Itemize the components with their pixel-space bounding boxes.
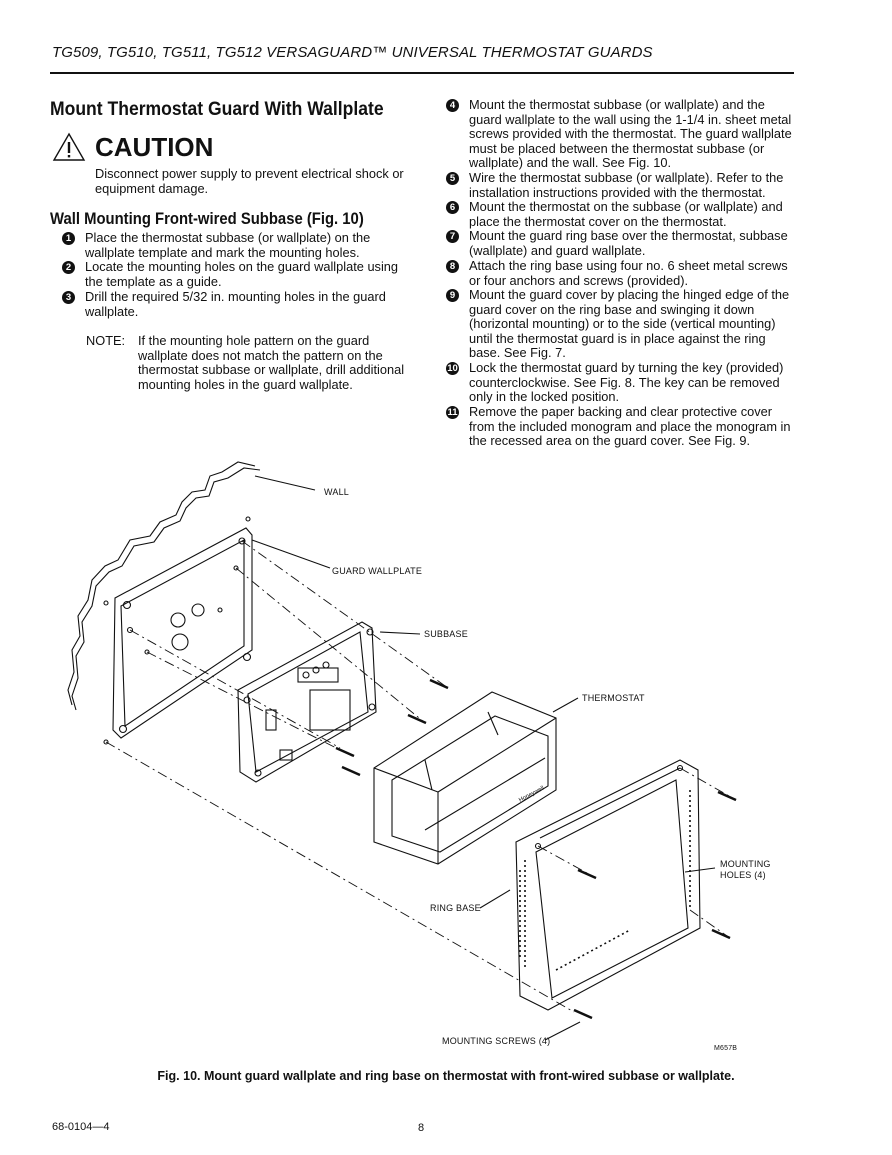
step-number-icon: 2 bbox=[62, 261, 75, 274]
step-text: Mount the guard cover by placing the hin… bbox=[469, 287, 790, 361]
step-text: Drill the required 5/32 in. mounting hol… bbox=[85, 289, 386, 319]
warning-triangle-icon bbox=[52, 132, 86, 161]
subsection-title: Wall Mounting Front-wired Subbase (Fig. … bbox=[50, 210, 364, 228]
callout-thermostat: THERMOSTAT bbox=[582, 693, 645, 703]
step-text: Remove the paper backing and clear prote… bbox=[469, 404, 791, 449]
note-block: NOTE: If the mounting hole pattern on th… bbox=[86, 333, 406, 392]
wall-outline bbox=[67, 461, 256, 706]
step-number-icon: 7 bbox=[446, 230, 459, 243]
step-number-icon: 6 bbox=[446, 201, 459, 214]
callout-guard-wallplate: GUARD WALLPLATE bbox=[332, 566, 423, 576]
caution-message: Disconnect power supply to prevent elect… bbox=[95, 166, 404, 196]
callout-wall: WALL bbox=[324, 487, 349, 497]
callout-subbase: SUBBASE bbox=[424, 629, 468, 639]
callout-ring-base: RING BASE bbox=[430, 903, 481, 913]
step-text: Locate the mounting holes on the guard w… bbox=[85, 259, 399, 289]
ring-base bbox=[515, 759, 701, 1011]
figure-caption: Fig. 10. Mount guard wallplate and ring … bbox=[157, 1069, 735, 1083]
step-number-icon: 9 bbox=[446, 289, 459, 302]
step-number-icon: 4 bbox=[446, 99, 459, 112]
document-header: TG509, TG510, TG511, TG512 VERSAGUARD™ U… bbox=[52, 44, 653, 61]
callout-mounting-holes: MOUNTING HOLES (4) bbox=[720, 859, 771, 880]
note-text: If the mounting hole pattern on the guar… bbox=[138, 333, 405, 392]
section-title: Mount Thermostat Guard With Wallplate bbox=[50, 98, 384, 120]
note-label: NOTE: bbox=[86, 333, 126, 348]
page-number: 8 bbox=[418, 1122, 425, 1134]
caution-heading: CAUTION bbox=[95, 132, 214, 162]
exploded-view-diagram: Honeywell bbox=[67, 461, 737, 1041]
step-number-icon: 8 bbox=[446, 260, 459, 273]
brand-label: Honeywell bbox=[518, 785, 545, 803]
step-text: Lock the thermostat guard by turning the… bbox=[469, 360, 784, 405]
step-text: Attach the ring base using four no. 6 sh… bbox=[469, 258, 788, 288]
step-number-icon: 11 bbox=[446, 406, 459, 419]
figure-code: M657B bbox=[714, 1045, 738, 1052]
thermostat-unit: Honeywell bbox=[373, 691, 557, 865]
step-text: Mount the thermostat subbase (or wallpla… bbox=[469, 97, 792, 171]
guard-wallplate bbox=[103, 516, 253, 745]
header-rule bbox=[50, 72, 794, 74]
step-text: Wire the thermostat subbase (or wallplat… bbox=[469, 170, 784, 200]
callout-mounting-screws: MOUNTING SCREWS (4) bbox=[442, 1036, 551, 1046]
step-text: Mount the thermostat on the subbase (or … bbox=[469, 199, 783, 229]
step-number-icon: 10 bbox=[446, 362, 459, 375]
subbase bbox=[237, 621, 377, 783]
screw-icon bbox=[335, 678, 449, 777]
step-number-icon: 5 bbox=[446, 172, 459, 185]
document-number: 68-0104—4 bbox=[52, 1121, 110, 1133]
step-number-icon: 1 bbox=[62, 232, 75, 245]
step-text: Place the thermostat subbase (or wallpla… bbox=[85, 230, 371, 260]
step-text: Mount the guard ring base over the therm… bbox=[469, 228, 788, 258]
step-number-icon: 3 bbox=[62, 291, 75, 304]
